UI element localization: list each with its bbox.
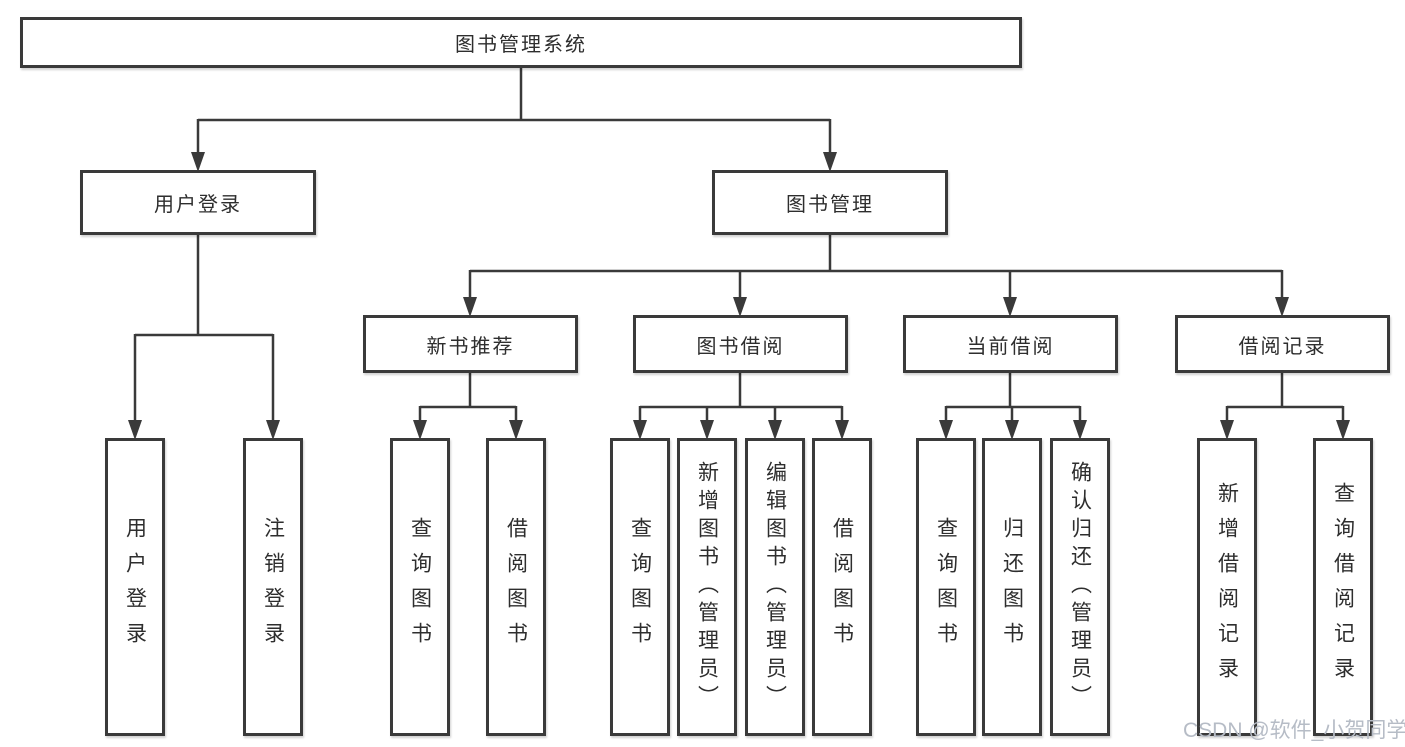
node-label: 新增图书（管理员）: [695, 461, 719, 713]
node-label: 查询图书: [934, 517, 958, 657]
node-label: 图书管理系统: [455, 34, 587, 56]
leaf-add-book-admin: 新增图书（管理员）: [677, 438, 737, 736]
leaf-user-login: 用户登录: [105, 438, 165, 736]
leaf-add-borrow-record: 新增借阅记录: [1197, 438, 1257, 736]
leaf-query-book-recommend: 查询图书: [390, 438, 450, 736]
node-label: 图书借阅: [696, 335, 785, 358]
node-label: 新书推荐: [426, 335, 515, 358]
csdn-watermark: CSDN @软件_小贺同学: [1183, 719, 1405, 742]
node-new-book-recommend: 新书推荐: [363, 315, 578, 373]
node-label: 查询图书: [408, 517, 432, 657]
node-label: 借阅图书: [830, 517, 854, 657]
connector-book-management-to-level3: [463, 235, 1289, 317]
connector-new-book-to-leaves: [413, 373, 523, 440]
leaf-logout: 注销登录: [243, 438, 303, 736]
connector-user-login-to-leaves: [128, 235, 280, 440]
leaf-query-borrow-record: 查询借阅记录: [1313, 438, 1373, 736]
node-label: 用户登录: [154, 194, 242, 216]
leaf-query-book-current: 查询图书: [916, 438, 976, 736]
node-label: 当前借阅: [966, 335, 1055, 358]
node-borrow-records: 借阅记录: [1175, 315, 1390, 373]
node-current-borrow: 当前借阅: [903, 315, 1118, 373]
leaf-return-book: 归还图书: [982, 438, 1042, 736]
connector-book-borrow-to-leaves: [633, 373, 849, 440]
node-book-borrow: 图书借阅: [633, 315, 848, 373]
leaf-confirm-return-admin: 确认归还（管理员）: [1050, 438, 1110, 736]
connector-borrow-records-to-leaves: [1220, 373, 1350, 440]
node-label: 新增借阅记录: [1215, 482, 1239, 692]
node-label: 图书管理: [786, 194, 874, 216]
node-book-management: 图书管理: [712, 170, 948, 235]
node-user-login: 用户登录: [80, 170, 316, 235]
node-label: 确认归还（管理员）: [1068, 461, 1092, 713]
connector-root-to-level2: [191, 68, 837, 172]
leaf-edit-book-admin: 编辑图书（管理员）: [745, 438, 805, 736]
node-label: 查询图书: [628, 517, 652, 657]
node-label: 借阅图书: [504, 517, 528, 657]
leaf-borrow-book: 借阅图书: [812, 438, 872, 736]
connector-current-borrow-to-leaves: [939, 373, 1087, 440]
node-label: 编辑图书（管理员）: [763, 461, 787, 713]
leaf-borrow-book-recommend: 借阅图书: [486, 438, 546, 736]
node-label: 查询借阅记录: [1331, 482, 1355, 692]
node-label: 注销登录: [261, 517, 285, 657]
leaf-query-book-borrow: 查询图书: [610, 438, 670, 736]
node-label: 归还图书: [1000, 517, 1024, 657]
node-label: 借阅记录: [1238, 335, 1327, 358]
node-root: 图书管理系统: [20, 17, 1022, 68]
node-label: 用户登录: [123, 517, 147, 657]
